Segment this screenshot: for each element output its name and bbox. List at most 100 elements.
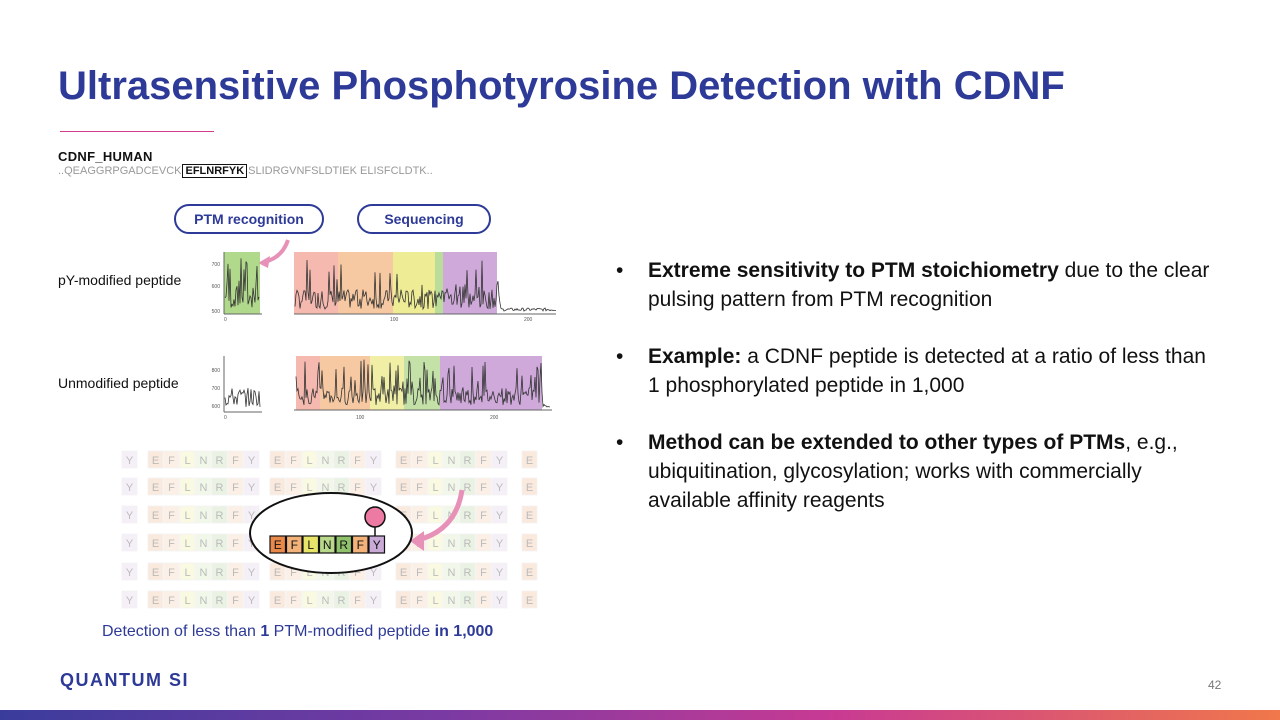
- grid-residue-cell: [243, 477, 260, 496]
- trace-line: [224, 388, 261, 407]
- grid-residue-letter: F: [232, 538, 239, 550]
- grid-residue-cell: [269, 450, 286, 469]
- grid-residue-cell: [459, 505, 476, 524]
- grid-residue-cell: [163, 505, 180, 524]
- grid-residue-cell: [491, 450, 508, 469]
- sequencing-pill: Sequencing: [357, 204, 491, 234]
- grid-residue-letter: R: [464, 567, 472, 579]
- grid-residue-letter: Y: [248, 510, 256, 522]
- protein-sequence: ..QEAGGRPGADCEVCK EFLNRFYK SLIDRGVNFSLDT…: [58, 164, 433, 178]
- grid-residue-cell: [491, 505, 508, 524]
- grid-residue-letter: F: [168, 538, 175, 550]
- grid-residue-cell: [211, 562, 228, 581]
- py-trace-long-panel: 100 200: [294, 252, 557, 323]
- caption-num: 1: [260, 623, 270, 640]
- bullet-2-bold: Example:: [648, 345, 742, 368]
- sequence-highlight: EFLNRFYK: [182, 164, 248, 178]
- grid-residue-letter: E: [152, 595, 159, 607]
- grid-residue-letter: F: [290, 482, 297, 494]
- grid-residue-letter: N: [448, 567, 456, 579]
- grid-residue-letter: L: [306, 595, 312, 607]
- bullet-2-text: a CDNF peptide is detected at a ratio of…: [648, 345, 1206, 397]
- caption-end: in 1,000: [434, 623, 494, 640]
- grid-residue-letter: N: [200, 567, 208, 579]
- grid-residue-cell: [211, 533, 228, 552]
- grid-residue-cell: [195, 450, 212, 469]
- grid-residue-letter: L: [432, 510, 438, 522]
- sequence-after: SLIDRGVNFSLDTIEK ELISFCLDTK..: [248, 165, 433, 177]
- grid-residue-cell: [443, 590, 460, 609]
- grid-residue-cell: [459, 590, 476, 609]
- grid-residue-letter: F: [480, 567, 487, 579]
- grid-residue-letter: F: [290, 455, 297, 467]
- grid-residue-cell: [301, 590, 318, 609]
- grid-residue-letter: F: [232, 482, 239, 494]
- grid-residue-letter: R: [338, 455, 346, 467]
- py-peptide-label: pY-modified peptide: [58, 272, 182, 288]
- bullet-dot: •: [616, 345, 624, 368]
- zoom-residue-letter: Y: [373, 538, 381, 552]
- grid-residue-cell: [269, 590, 286, 609]
- grid-residue-cell: [427, 477, 444, 496]
- grid-residue-cell: [147, 450, 164, 469]
- grid-residue-cell: [427, 562, 444, 581]
- grid-residue-cell: [427, 505, 444, 524]
- grid-residue-letter: F: [168, 567, 175, 579]
- grid-residue-cell: [227, 533, 244, 552]
- grid-residue-letter: F: [232, 595, 239, 607]
- grid-residue-cell: [411, 562, 428, 581]
- grid-residue-cell: [163, 590, 180, 609]
- py-trace-short-signal: [224, 258, 260, 308]
- grid-residue-letter: Y: [496, 455, 504, 467]
- grid-residue-letter: N: [322, 455, 330, 467]
- unmod-xtick-100: 100: [356, 415, 365, 421]
- grid-residue-letter: F: [290, 595, 297, 607]
- bullet-1-text: due to the clear pulsing pattern from PT…: [648, 259, 1210, 311]
- unmod-ytick-3: 600: [212, 404, 221, 410]
- grid-residue-cell: [195, 562, 212, 581]
- grid-residue-letter: Y: [248, 567, 256, 579]
- bullet-list: • Extreme sensitivity to PTM stoichiometr…: [616, 256, 1216, 543]
- grid-residue-letter: Y: [248, 482, 256, 494]
- grid-residue-letter: N: [448, 482, 456, 494]
- grid-residue-letter: R: [464, 538, 472, 550]
- grid-residue-cell: [195, 477, 212, 496]
- grid-residue-letter: F: [354, 455, 361, 467]
- zoom-residue-letter: F: [291, 538, 298, 552]
- grid-residue-letter: F: [480, 538, 487, 550]
- page-number: 42: [1208, 678, 1222, 692]
- grid-residue-cell: [491, 477, 508, 496]
- grid-residue-letter: Y: [126, 482, 134, 494]
- caption-pre: Detection of less than: [102, 623, 261, 640]
- py-xtick-200: 200: [524, 317, 533, 323]
- grid-residue-letter: L: [432, 482, 438, 494]
- grid-residue-letter: R: [464, 510, 472, 522]
- unmod-ytick-1: 800: [212, 368, 221, 374]
- grid-residue-cell: [179, 477, 196, 496]
- grid-residue-cell: [227, 562, 244, 581]
- grid-residue-letter: L: [306, 482, 312, 494]
- grid-residue-letter: Y: [248, 455, 256, 467]
- grid-residue-letter: N: [200, 510, 208, 522]
- grid-residue-letter: R: [216, 595, 224, 607]
- grid-residue-cell: [147, 590, 164, 609]
- grid-residue-cell: [475, 590, 492, 609]
- grid-residue-letter: F: [480, 595, 487, 607]
- grid-residue-cell: [475, 450, 492, 469]
- grid-residue-letter: F: [480, 510, 487, 522]
- zoom-residue-letter: E: [274, 538, 282, 552]
- grid-residue-letter: L: [432, 567, 438, 579]
- py-trace-long-signal: [294, 259, 557, 312]
- grid-residue-cell: [243, 450, 260, 469]
- unmod-trace-long-signal: [295, 359, 550, 409]
- grid-residue-letter: L: [432, 595, 438, 607]
- grid-residue-letter: E: [274, 595, 281, 607]
- grid-residue-cell: [163, 533, 180, 552]
- grid-residue-cell: [521, 533, 538, 552]
- bullet-1-bold: Extreme sensitivity to PTM stoichiometry: [648, 259, 1059, 282]
- grid-residue-cell: [333, 450, 350, 469]
- grid-residue-letter: E: [152, 510, 159, 522]
- zoom-residue-cell: [302, 535, 320, 554]
- grid-residue-letter: F: [416, 482, 423, 494]
